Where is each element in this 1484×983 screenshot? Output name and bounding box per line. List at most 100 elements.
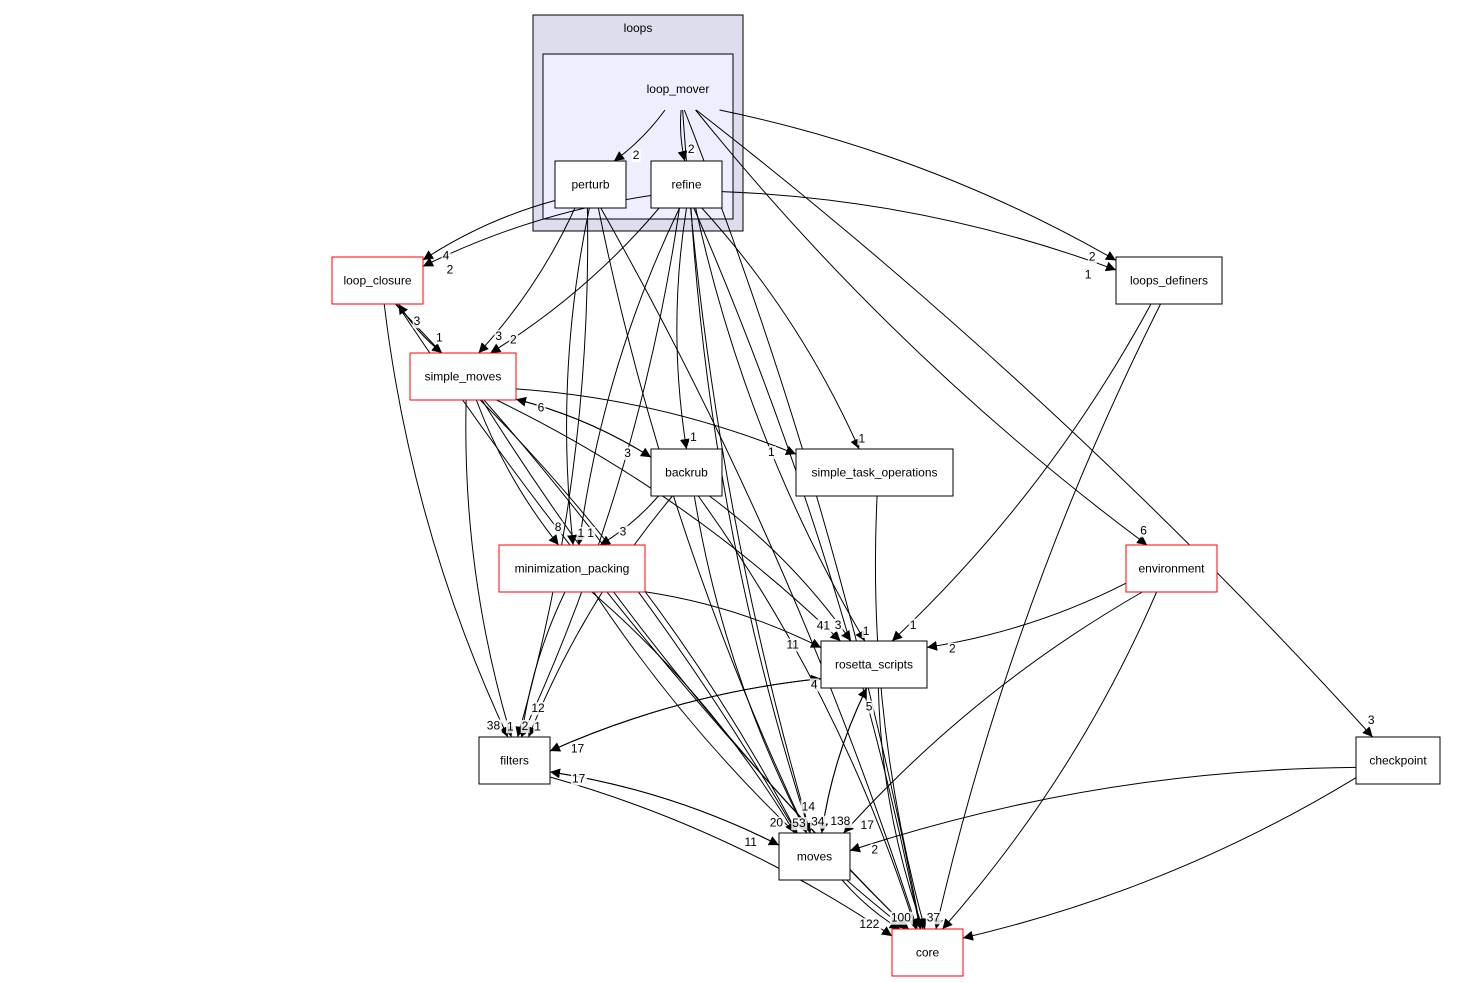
edge-label[interactable]: 1 xyxy=(587,526,594,540)
edge-loops_definers-to-core[interactable] xyxy=(933,303,1161,930)
edge-environment-to-core[interactable] xyxy=(942,591,1158,930)
edge-backrub-to-simple_moves[interactable] xyxy=(515,396,652,458)
edge-label[interactable]: 2 xyxy=(522,719,529,733)
edge-label[interactable]: 20 xyxy=(770,816,784,830)
edge-simple_task_operations-to-core[interactable] xyxy=(874,495,928,930)
node-label[interactable]: simple_task_operations xyxy=(811,466,937,480)
edge-loop_mover-to-environment[interactable] xyxy=(695,109,1148,546)
edge-label[interactable]: 38 xyxy=(487,718,501,732)
edge-label[interactable]: 1 xyxy=(910,618,917,632)
edge-label[interactable]: 11 xyxy=(744,835,757,849)
edge-environment-to-rosetta_scripts[interactable] xyxy=(926,582,1127,651)
edge-loop_closure-to-filters[interactable] xyxy=(383,303,509,738)
edge-label[interactable]: 138 xyxy=(830,814,850,828)
edge-perturb-to-simple_moves[interactable] xyxy=(478,207,576,354)
edge-label[interactable]: 37 xyxy=(927,910,941,924)
edge-refine-to-loops_definers[interactable] xyxy=(721,191,1117,272)
edge-loop_mover-to-refine[interactable] xyxy=(677,109,688,162)
edge-label[interactable]: 1 xyxy=(534,719,541,733)
edge-refine-to-filters[interactable] xyxy=(521,207,680,738)
node-label[interactable]: backrub xyxy=(665,466,708,480)
node-label[interactable]: loop_closure xyxy=(343,274,411,288)
edge-refine-to-minimization_packing[interactable] xyxy=(575,207,680,546)
edge-label[interactable]: 3 xyxy=(624,446,631,460)
node-checkpoint[interactable]: checkpoint xyxy=(1355,736,1441,785)
edge-minimization_packing-to-filters[interactable] xyxy=(517,591,566,738)
node-filters[interactable]: filters xyxy=(478,736,551,785)
edge-label[interactable]: 11 xyxy=(786,638,799,652)
edge-loop_mover-to-perturb[interactable] xyxy=(613,109,666,162)
node-label[interactable]: moves xyxy=(797,850,832,864)
node-box[interactable] xyxy=(554,160,627,209)
edge-label[interactable]: 6 xyxy=(1140,523,1147,537)
edge-label[interactable]: 1 xyxy=(690,430,697,444)
edge-checkpoint-to-core[interactable] xyxy=(962,777,1357,941)
node-box[interactable] xyxy=(1115,256,1223,305)
edge-perturb-to-moves[interactable] xyxy=(597,207,808,834)
edge-loop_mover-to-loops_definers[interactable] xyxy=(719,109,1117,261)
edge-label[interactable]: 8 xyxy=(555,520,562,534)
edge-label[interactable]: 34 xyxy=(811,815,825,829)
node-simple-moves[interactable]: simple_moves xyxy=(409,352,517,401)
edge-backrub-to-filters[interactable] xyxy=(527,495,673,738)
edge-label[interactable]: 1 xyxy=(507,719,514,733)
edge-label[interactable]: 1 xyxy=(858,431,865,445)
node-label[interactable]: perturb xyxy=(571,178,609,192)
edge-minimization_packing-to-core[interactable] xyxy=(593,591,907,930)
edge-label[interactable]: 2 xyxy=(633,148,640,162)
edge-simple_moves-to-simple_task_operations[interactable] xyxy=(515,388,797,456)
node-moves[interactable]: moves xyxy=(778,832,851,881)
edge-label[interactable]: 1 xyxy=(1085,267,1092,281)
edge-label[interactable]: 2 xyxy=(510,332,517,346)
node-box[interactable] xyxy=(409,352,517,401)
node-box[interactable] xyxy=(650,160,723,209)
node-label[interactable]: environment xyxy=(1138,562,1205,576)
edge-refine-to-moves[interactable] xyxy=(690,207,812,834)
node-core[interactable]: core xyxy=(891,928,964,977)
node-minimization-packing[interactable]: minimization_packing xyxy=(498,544,646,593)
edge-label[interactable]: 2 xyxy=(447,262,454,276)
node-label[interactable]: core xyxy=(916,946,940,960)
node-box[interactable] xyxy=(1125,544,1218,593)
node-label[interactable]: filters xyxy=(500,754,529,768)
edge-label[interactable]: 3 xyxy=(835,618,842,632)
node-label[interactable]: checkpoint xyxy=(1369,754,1427,768)
edge-simple_moves-to-moves[interactable] xyxy=(479,399,798,834)
node-box[interactable] xyxy=(891,928,964,977)
node-rosetta-scripts[interactable]: rosetta_scripts xyxy=(820,640,928,689)
node-label[interactable]: simple_moves xyxy=(425,370,502,384)
edge-simple_moves-to-minimization_packing[interactable] xyxy=(475,399,560,546)
edge-label[interactable]: 4 xyxy=(811,677,818,691)
edge-label[interactable]: 1 xyxy=(436,330,443,344)
edge-label[interactable]: 5 xyxy=(866,700,873,714)
edge-label[interactable]: 4 xyxy=(443,248,450,262)
node-box[interactable] xyxy=(1355,736,1441,785)
edge-moves-to-rosetta_scripts[interactable] xyxy=(821,687,868,834)
edge-label[interactable]: 17 xyxy=(572,771,586,785)
node-box[interactable] xyxy=(820,640,928,689)
node-perturb[interactable]: perturb xyxy=(554,160,627,209)
edge-label[interactable]: 2 xyxy=(871,843,878,857)
node-label[interactable]: refine xyxy=(671,178,701,192)
edge-label[interactable]: 17 xyxy=(861,818,875,832)
node-label[interactable]: loops_definers xyxy=(1130,274,1208,288)
edge-backrub-to-minimization_packing[interactable] xyxy=(599,495,659,546)
edge-label[interactable]: 2 xyxy=(688,142,695,156)
edge-minimization_packing-to-rosetta_scripts[interactable] xyxy=(644,591,822,649)
edge-label[interactable]: 2 xyxy=(1089,249,1096,263)
edge-perturb-to-filters[interactable] xyxy=(515,207,589,738)
node-box[interactable] xyxy=(778,832,851,881)
edge-rosetta_scripts-to-core[interactable] xyxy=(877,687,925,930)
edge-label[interactable]: 53 xyxy=(792,816,806,830)
edge-label[interactable]: 3 xyxy=(620,524,627,538)
edge-label[interactable]: 41 xyxy=(817,618,831,632)
edge-label[interactable]: 14 xyxy=(802,799,816,813)
edge-label[interactable]: 1 xyxy=(768,445,775,459)
node-label[interactable]: rosetta_scripts xyxy=(835,658,913,672)
edge-label[interactable]: 3 xyxy=(495,329,502,343)
node-label[interactable]: minimization_packing xyxy=(515,562,630,576)
node-box[interactable] xyxy=(650,448,723,497)
edge-refine-to-core[interactable] xyxy=(693,207,924,930)
edge-label[interactable]: 6 xyxy=(538,400,545,414)
edge-loop_mover-to-checkpoint[interactable] xyxy=(695,109,1374,738)
